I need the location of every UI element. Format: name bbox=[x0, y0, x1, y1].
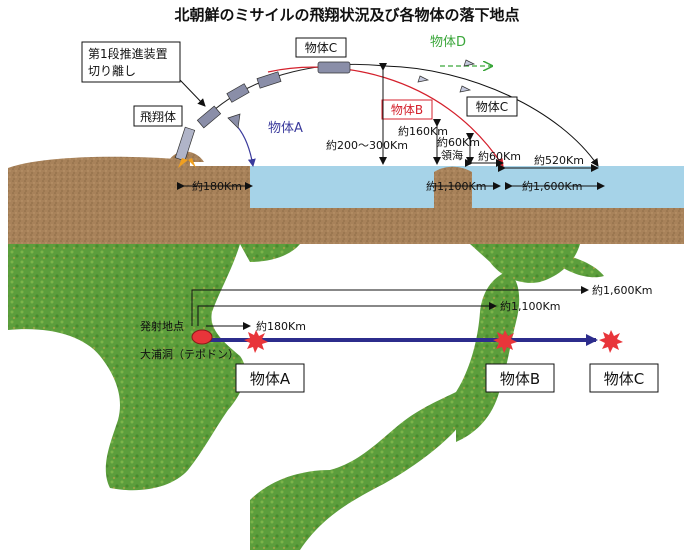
map-object-a-label: 物体A bbox=[250, 370, 291, 388]
diagram-title: 北朝鮮のミサイルの飛翔状況及び各物体の落下地点 bbox=[174, 6, 519, 24]
object-b-box: 物体B bbox=[381, 99, 433, 120]
trajectory-object-a bbox=[235, 124, 256, 167]
mainland-north bbox=[8, 244, 300, 262]
map-object-c-box: 物体C bbox=[589, 363, 659, 393]
rocket-stage-icon bbox=[226, 83, 250, 103]
trajectory-main bbox=[204, 63, 386, 119]
distance-520-label: 約520Km bbox=[534, 153, 584, 167]
rocket-stage-icon bbox=[196, 105, 222, 129]
launch-point-label: 発射地点 bbox=[140, 319, 184, 333]
separation-label-line1: 第1段推進装置 bbox=[88, 46, 168, 61]
launch-site-label: 大浦洞（テポドン） bbox=[140, 347, 239, 361]
northern-islands bbox=[560, 254, 604, 278]
object-c-top-label: 物体C bbox=[305, 41, 337, 55]
launch-site-marker bbox=[191, 329, 213, 345]
rocket-stage-icon bbox=[256, 71, 282, 89]
range-1600-label: 約1,600Km bbox=[522, 179, 582, 193]
ground-cross-section bbox=[8, 156, 684, 244]
map-range-1100-line bbox=[197, 302, 497, 326]
map-range-1600-label: 約1,600Km bbox=[592, 283, 652, 297]
impact-burst-b-icon bbox=[493, 330, 517, 353]
asian-mainland bbox=[8, 244, 246, 491]
map-object-c-label: 物体C bbox=[604, 370, 644, 388]
vehicle-label-box: 飛翔体 bbox=[133, 105, 183, 127]
hokkaido bbox=[470, 244, 580, 283]
object-c-right-box: 物体C bbox=[466, 96, 518, 117]
vehicle-label: 飛翔体 bbox=[140, 110, 176, 124]
debris-icon bbox=[459, 85, 472, 93]
range-1100-label: 約1,100Km bbox=[426, 179, 486, 193]
trajectory-object-c bbox=[384, 65, 599, 167]
separated-stage-icon bbox=[227, 113, 241, 129]
territorial-sea-label: 領海 bbox=[441, 148, 463, 162]
map-object-a-box: 物体A bbox=[235, 363, 305, 393]
map-object-b-label: 物体B bbox=[500, 370, 540, 388]
map-object-b-box: 物体B bbox=[485, 363, 555, 393]
western-japan bbox=[250, 392, 465, 550]
object-c-body-icon bbox=[317, 61, 351, 74]
impact-burst-c-icon bbox=[599, 330, 623, 353]
map-range-180-label: 約180Km bbox=[256, 319, 306, 333]
debris-icon bbox=[417, 75, 430, 83]
map-range-1600-line bbox=[191, 286, 589, 326]
object-b-label: 物体B bbox=[391, 103, 423, 117]
range-180-label: 約180Km bbox=[192, 179, 242, 193]
object-c-top-box: 物体C bbox=[295, 37, 347, 58]
object-d-label: 物体D bbox=[430, 35, 466, 50]
impact-burst-a-icon bbox=[244, 330, 268, 353]
altitude-60-label: 約60Km bbox=[437, 135, 480, 149]
separation-label-line2: 切り離し bbox=[88, 64, 136, 78]
rocket-icon bbox=[174, 126, 196, 168]
object-a-label: 物体A bbox=[268, 121, 303, 136]
altitude-max-label: 約200～300Km bbox=[326, 138, 408, 152]
distance-60-label: 約60Km bbox=[478, 149, 521, 163]
object-c-right-label: 物体C bbox=[476, 100, 508, 114]
debris-icon bbox=[463, 59, 476, 67]
separation-callout: 第1段推進装置 切り離し bbox=[81, 41, 206, 107]
map-range-1100-label: 約1,100Km bbox=[500, 299, 560, 313]
honshu bbox=[456, 272, 520, 442]
altitude-b-label: 約160Km bbox=[398, 124, 448, 138]
